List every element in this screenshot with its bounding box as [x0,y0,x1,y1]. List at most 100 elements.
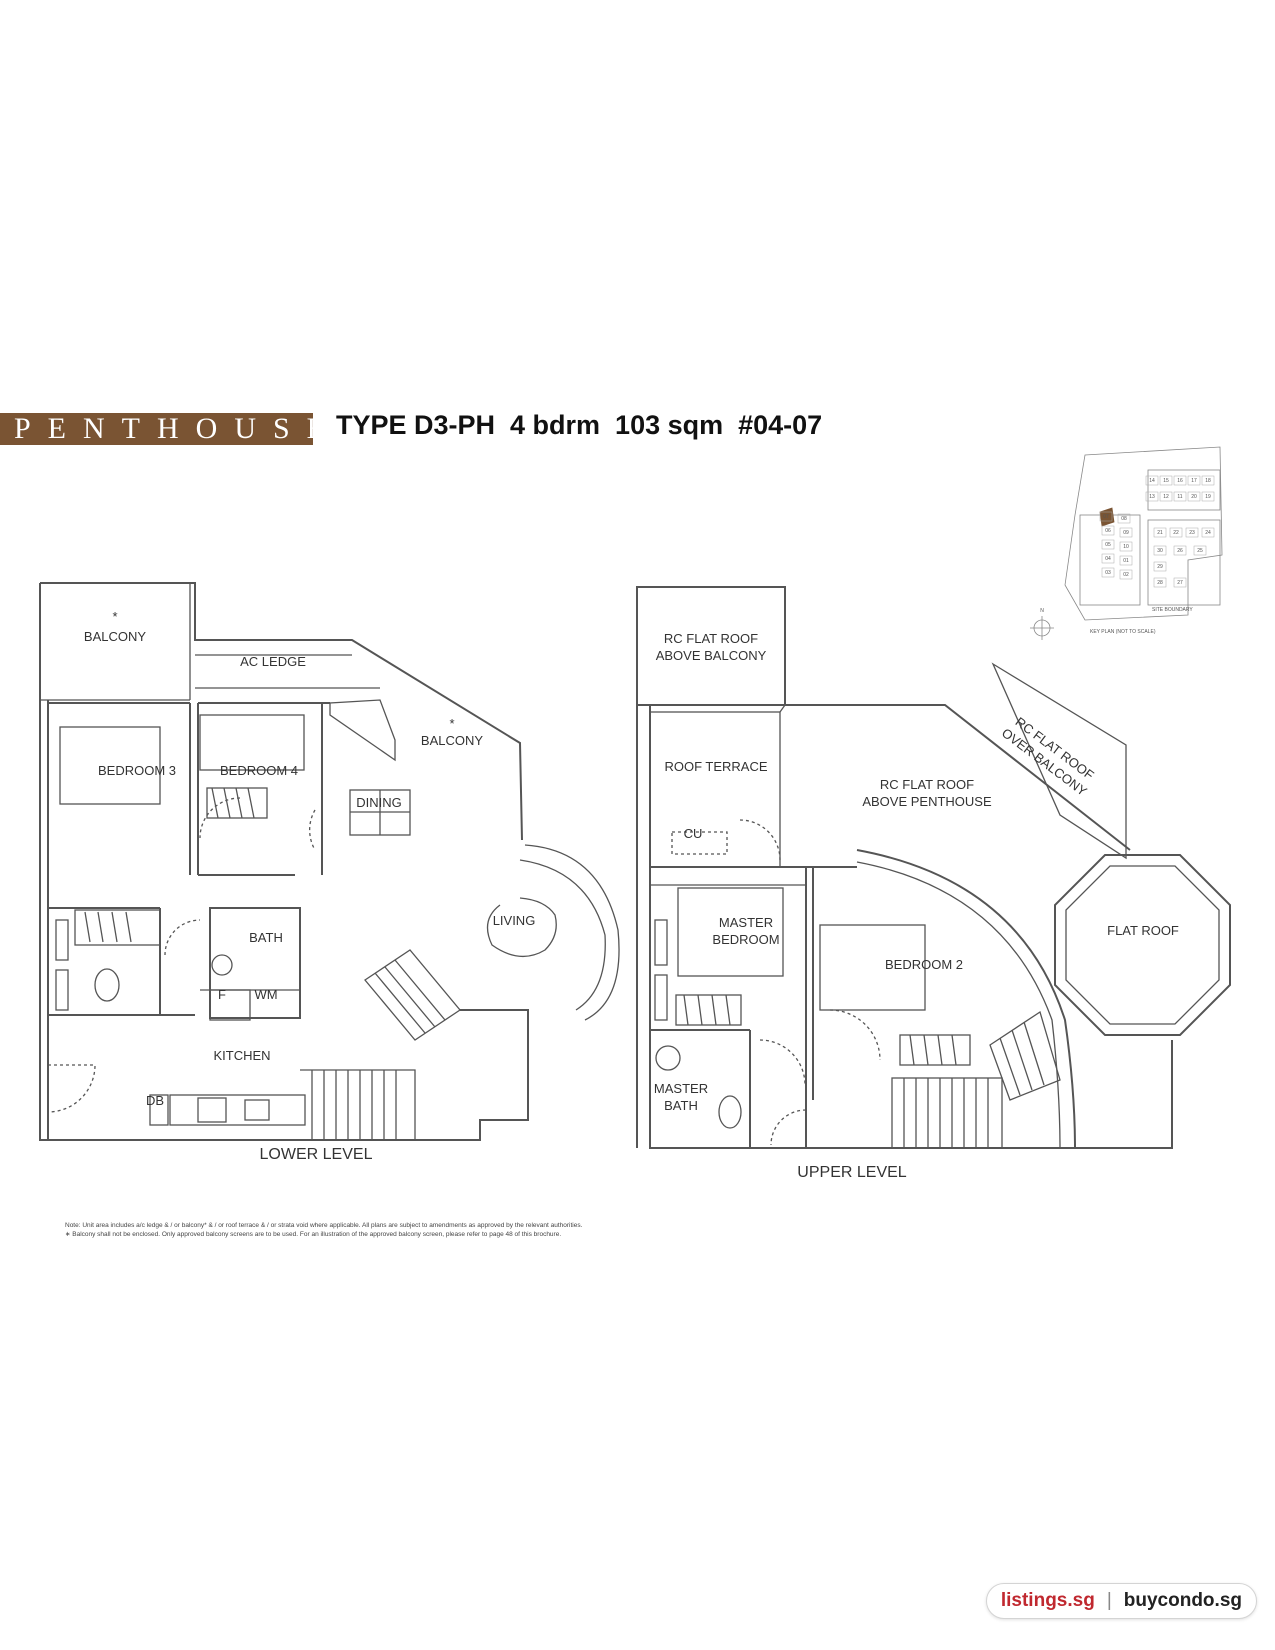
balcony-star: * [112,609,117,624]
roof-terrace-label: ROOF TERRACE [664,759,767,774]
key-plan-unit-number: 19 [1205,494,1211,500]
flat-roof-label: FLAT ROOF [1107,923,1179,938]
rc-flat-roof-balcony-line2: ABOVE BALCONY [656,648,767,663]
key-plan-unit-number: 07 [1103,514,1109,520]
key-plan-unit-number: 03 [1105,570,1111,576]
key-plan-unit-box [1169,527,1183,538]
living-label: LIVING [493,913,536,928]
key-plan-unit-box [1119,541,1133,552]
master-bath-line1: MASTER [654,1081,708,1096]
key-plan-unit-box [1185,527,1199,538]
upper-level-caption: UPPER LEVEL [797,1164,906,1181]
penthouse-banner: PENTHOUSE [0,413,313,445]
key-plan-unit-box [1159,475,1173,486]
footer-site-1[interactable]: listings.sg [1000,1590,1095,1611]
key-plan-unit-number: 28 [1157,580,1163,586]
footer-watermark[interactable]: listings.sg | buycondo.sg [985,1583,1257,1619]
key-plan-unit-box [1153,545,1167,556]
key-plan-unit-box [1193,545,1207,556]
footer-site-2[interactable]: buycondo.sg [1123,1590,1242,1611]
dining-label: DINING [356,795,402,810]
key-plan-unit-box [1201,491,1215,502]
note-line-1: Note: Unit area includes a/c ledge & / o… [65,1222,583,1229]
key-plan-unit-number: 11 [1177,494,1182,500]
key-plan-unit-number: 17 [1191,478,1197,484]
key-plan-unit-number: 06 [1105,528,1111,534]
notes: Note: Unit area includes a/c ledge & / o… [65,1221,625,1239]
master-bedroom-line2: BEDROOM [712,932,779,947]
key-plan-unit-number: 01 [1123,558,1129,564]
master-bedroom-line1: MASTER [719,915,773,930]
key-plan-north: N [1040,608,1044,614]
key-plan-unit-number: 22 [1173,530,1179,536]
fridge-label: F [218,987,226,1002]
highlighted-unit-marker [1099,507,1115,527]
key-plan-unit-box [1119,555,1133,566]
key-plan-unit-number: 15 [1163,478,1169,484]
key-plan-unit-box [1173,475,1187,486]
key-plan-unit-box [1101,567,1115,578]
key-plan-unit-box [1101,539,1115,550]
key-plan-unit-number: 10 [1123,544,1129,550]
key-plan [1030,446,1223,640]
key-plan-unit-number: 05 [1105,542,1111,548]
washing-machine-label: WM [254,987,277,1002]
key-plan-unit-box [1119,569,1133,580]
key-plan-unit-number: 20 [1191,494,1197,500]
kitchen-label: KITCHEN [213,1048,270,1063]
key-plan-unit-number: 26 [1177,548,1183,554]
key-plan-unit-box [1187,491,1201,502]
key-plan-unit-box [1159,491,1173,502]
key-plan-unit-box [1201,475,1215,486]
bedroom-3-label: BEDROOM 3 [98,763,176,778]
key-plan-unit-box [1117,513,1131,524]
balcony2-label: BALCONY [421,733,483,748]
key-plan-unit-box [1153,527,1167,538]
key-plan-unit-box [1187,475,1201,486]
balcony2-star: * [449,716,454,731]
balcony-label: BALCONY [84,629,146,644]
key-plan-unit-number: 04 [1105,556,1111,562]
rc-flat-roof-penthouse-line1: RC FLAT ROOF [880,777,974,792]
upper-level-plan [636,586,1231,1149]
key-plan-unit-box [1173,577,1187,588]
key-plan-unit-box [1099,511,1113,522]
key-plan-unit-number: 16 [1177,478,1183,484]
key-plan-caption: KEY PLAN (NOT TO SCALE) [1090,629,1156,635]
db-label: DB [146,1093,164,1108]
bedroom-4-label: BEDROOM 4 [220,763,298,778]
rc-flat-roof-penthouse-line2: ABOVE PENTHOUSE [862,794,992,809]
key-plan-unit-box [1101,553,1115,564]
key-plan-unit-number: 27 [1177,580,1183,586]
rc-flat-roof-balcony-line1: RC FLAT ROOF [664,631,758,646]
key-plan-unit-box [1145,491,1159,502]
key-plan-unit-box [1101,525,1115,536]
key-plan-unit-number: 14 [1149,478,1155,484]
unit-type-title: TYPE D3-PH 4 bdrm 103 sqm #04-07 [336,410,823,440]
key-plan-unit-box [1119,527,1133,538]
key-plan-unit-number: 02 [1123,572,1129,578]
key-plan-unit-number: 21 [1157,530,1163,536]
key-plan-unit-number: 29 [1157,564,1163,570]
key-plan-unit-box [1145,475,1159,486]
key-plan-unit-box [1173,545,1187,556]
key-plan-unit-number: 23 [1189,530,1195,536]
note-line-2: ∗ Balcony shall not be enclosed. Only ap… [65,1231,562,1238]
key-plan-unit-number: 18 [1205,478,1211,484]
key-plan-unit-box [1201,527,1215,538]
key-plan-unit-box [1153,577,1167,588]
key-plan-site-boundary: SITE BOUNDARY [1152,607,1193,613]
key-plan-unit-number: 24 [1205,530,1211,536]
key-plan-unit-number: 09 [1123,530,1129,536]
key-plan-unit-number: 12 [1163,494,1169,500]
key-plan-unit-number: 08 [1121,516,1127,522]
key-plan-unit-box [1153,561,1167,572]
key-plan-unit-number: 30 [1157,548,1163,554]
bath-label: BATH [249,930,283,945]
lower-level-caption: LOWER LEVEL [260,1146,373,1163]
key-plan-unit-number: 13 [1149,494,1155,500]
ac-ledge-label: AC LEDGE [240,654,306,669]
key-plan-units: 14 15 16 17 18 13 12 11 20 19 07 08 06 09 21 22 23 24 05 10… [1099,475,1215,588]
key-plan-unit-number: 25 [1197,548,1203,554]
